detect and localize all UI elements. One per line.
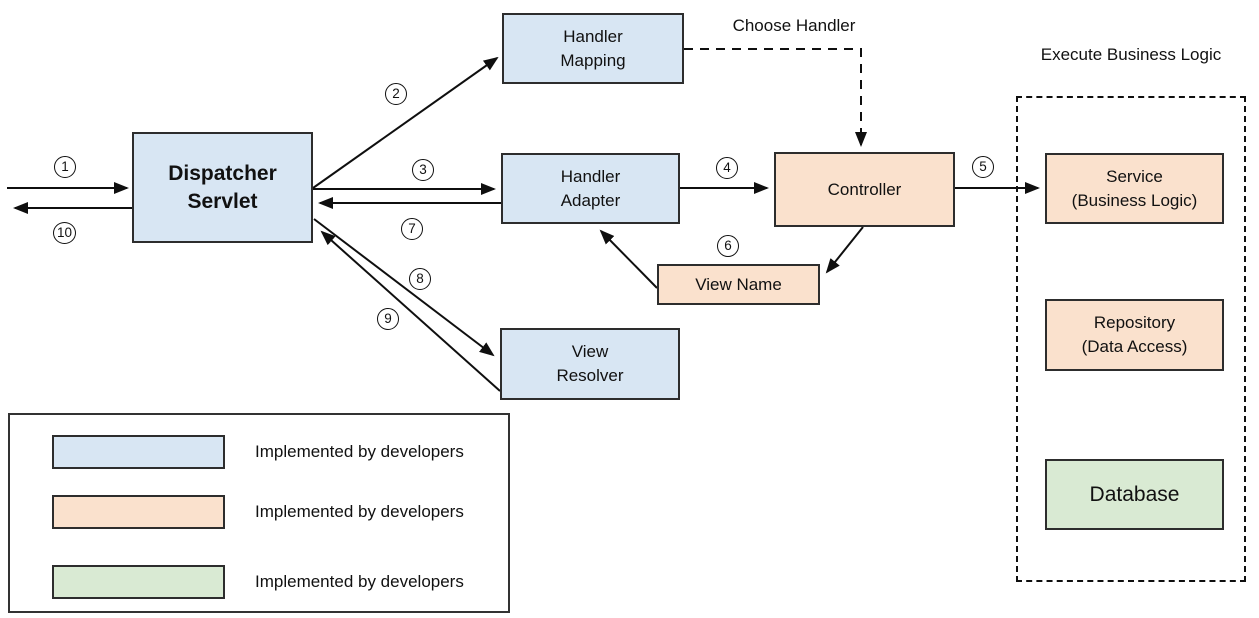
box-handler-mapping: Handler Mapping	[502, 13, 684, 84]
box-controller: Controller	[774, 152, 955, 227]
arrow-8-to-view-resolver	[313, 218, 495, 357]
legend-label-orange: Implemented by developers	[255, 502, 464, 521]
box-service: Service (Business Logic)	[1045, 153, 1224, 224]
step-circle-5: 5	[972, 156, 994, 178]
step-circle-9: 9	[377, 308, 399, 330]
arrow-controller-to-view-name	[825, 226, 864, 274]
choose-handler-label: Choose Handler	[732, 16, 856, 35]
box-view-name: View Name	[657, 264, 820, 305]
step-circle-4: 4	[716, 157, 738, 179]
step-circle-8: 8	[409, 268, 431, 290]
step-circle-6: 6	[717, 235, 739, 257]
step-circle-2: 2	[385, 83, 407, 105]
legend-row-blue: Implemented by developers	[52, 435, 464, 469]
arrow-6-view-name-to-adapter	[599, 229, 658, 289]
orange-swatch	[52, 495, 225, 529]
box-view-resolver: View Resolver	[500, 328, 680, 400]
box-dispatcher-servlet: Dispatcher Servlet	[132, 132, 313, 243]
box-repository: Repository (Data Access)	[1045, 299, 1224, 371]
box-handler-adapter: Handler Adapter	[501, 153, 680, 224]
step-circle-10: 10	[53, 222, 77, 244]
step-circle-3: 3	[412, 159, 434, 181]
green-swatch	[52, 565, 225, 599]
legend-label-green: Implemented by developers	[255, 572, 464, 591]
arrow-2-to-handler-mapping	[312, 56, 499, 189]
blue-swatch	[52, 435, 225, 469]
legend: Implemented by developers Implemented by…	[8, 413, 510, 613]
step-circle-1: 1	[54, 156, 76, 178]
execute-business-logic-container	[1016, 96, 1246, 582]
step-circle-7: 7	[401, 218, 423, 240]
arrow-9-resolver-to-dispatcher	[320, 230, 501, 392]
legend-row-green: Implemented by developers	[52, 565, 464, 599]
dashed-choose-handler-connector	[684, 48, 867, 147]
legend-label-blue: Implemented by developers	[255, 442, 464, 461]
execute-business-logic-title: Execute Business Logic	[1040, 45, 1222, 64]
box-database: Database	[1045, 459, 1224, 530]
legend-row-orange: Implemented by developers	[52, 495, 464, 529]
